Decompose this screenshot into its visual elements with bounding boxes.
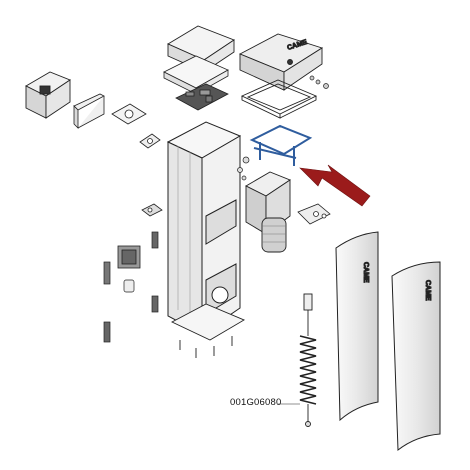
base-plate (170, 303, 246, 358)
gearmotor (245, 171, 291, 253)
cover-screws (309, 75, 329, 89)
mounting-bracket (73, 93, 105, 129)
side-panel-front: CAME (335, 231, 379, 422)
end-cap (25, 71, 71, 119)
pointer-arrow (299, 164, 371, 207)
flange-plate (111, 103, 147, 125)
side-panel-rear: CAME (391, 261, 441, 451)
small-bracket (141, 203, 163, 217)
terminal-block-1 (103, 261, 111, 285)
panel-logo-front: CAME (362, 262, 369, 283)
transformer (117, 245, 141, 269)
terminal-block-2 (103, 231, 159, 343)
capacitor (123, 279, 135, 293)
limit-cam (297, 203, 331, 225)
gasket-frame (240, 79, 318, 119)
control-board (175, 83, 229, 111)
balance-spring (278, 293, 317, 427)
cross-bracket (139, 133, 161, 149)
panel-logo-rear: CAME (424, 280, 431, 301)
motor-cover: CAME (238, 33, 324, 91)
part-code-label: 001G06080 (230, 397, 282, 408)
highlighted-bracket (249, 124, 313, 166)
cabinet-body (166, 121, 242, 335)
release-key (237, 156, 250, 181)
